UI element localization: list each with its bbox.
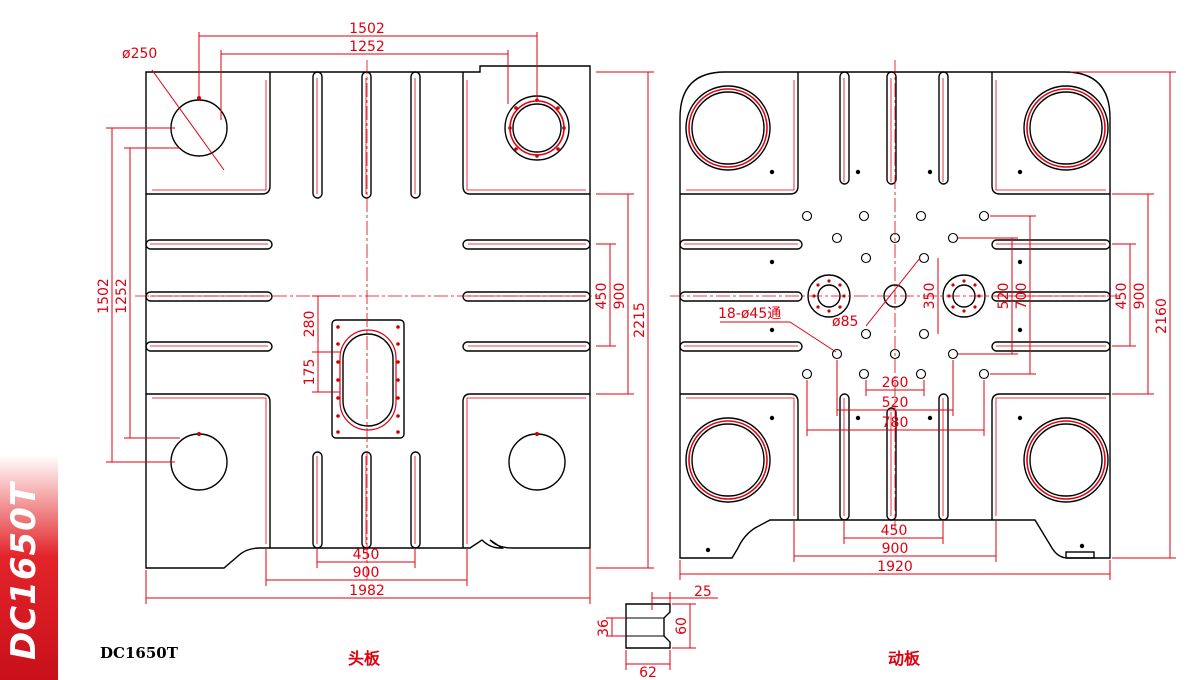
dim-moving-bottom-900: 900 bbox=[882, 541, 909, 557]
head-dimensions bbox=[106, 32, 654, 604]
head-tie-bar-hole-bl bbox=[170, 433, 228, 491]
head-left-slots bbox=[145, 239, 273, 352]
dim-moving-h-520: 520 bbox=[882, 395, 909, 411]
head-tie-bar-hole-tr bbox=[504, 95, 570, 161]
dim-moving-right-700: 700 bbox=[1014, 283, 1030, 310]
moving-dimensions bbox=[679, 71, 1176, 580]
head-right-slots bbox=[462, 239, 591, 352]
dim-head-bottom-450: 450 bbox=[353, 547, 380, 563]
moving-top-slots bbox=[839, 71, 949, 185]
moving-plate-outline bbox=[679, 71, 1111, 559]
dim-moving-h-780: 780 bbox=[882, 415, 909, 431]
dim-moving-right-900: 900 bbox=[1132, 283, 1148, 310]
dim-moving-h-260: 260 bbox=[882, 375, 909, 391]
head-bolt-dots bbox=[197, 96, 566, 436]
moving-bottom-slots bbox=[839, 393, 949, 521]
moving-bolt-dots bbox=[705, 169, 1085, 553]
head-plate-caption: 头板 bbox=[348, 649, 381, 668]
dim-head-bottom-total: 1982 bbox=[349, 583, 385, 599]
side-tab bbox=[0, 455, 58, 680]
ejector-holes bbox=[801, 210, 990, 380]
dim-slot-neck: 36 bbox=[596, 619, 612, 637]
dim-moving-right-450: 450 bbox=[1114, 283, 1130, 310]
moving-plate-caption: 动板 bbox=[888, 649, 921, 668]
head-bottom-slots bbox=[312, 451, 421, 549]
dim-moving-center-dia: ø85 bbox=[832, 314, 858, 330]
moving-center-lines bbox=[670, 60, 1120, 530]
head-center-plate bbox=[331, 319, 405, 439]
dim-moving-bottom-total: 1920 bbox=[877, 559, 913, 575]
head-plate-outline bbox=[145, 65, 591, 569]
t-slot-detail: 25 36 60 62 bbox=[596, 584, 718, 680]
dim-head-center-280: 280 bbox=[302, 311, 318, 338]
dim-head-left-outer: 1502 bbox=[96, 278, 112, 314]
dim-head-right-total: 2215 bbox=[632, 302, 648, 338]
dim-slot-height: 60 bbox=[674, 617, 690, 635]
head-top-slots bbox=[312, 71, 421, 199]
dim-head-tie-bar-dia: ø250 bbox=[122, 46, 157, 62]
moving-left-slots bbox=[679, 239, 803, 352]
head-dimension-labels: 1502 1252 ø250 1502 1252 450 900 2215 28… bbox=[96, 21, 648, 599]
moving-dimension-labels: 18-ø45通 ø85 350 520 700 450 900 2160 260… bbox=[718, 283, 1170, 575]
dim-head-bottom-900: 900 bbox=[353, 565, 380, 581]
dim-head-left-inner: 1252 bbox=[114, 278, 130, 314]
dim-head-top-inner: 1252 bbox=[349, 39, 385, 55]
dim-head-right-900: 900 bbox=[612, 283, 628, 310]
dim-slot-top-width: 25 bbox=[694, 584, 712, 600]
moving-right-slots bbox=[991, 239, 1111, 352]
head-tie-bar-hole-br bbox=[508, 433, 566, 491]
dim-moving-center-350: 350 bbox=[922, 283, 938, 310]
moving-plate bbox=[679, 71, 1111, 559]
dim-moving-bottom-450: 450 bbox=[881, 523, 908, 539]
dim-slot-bottom-width: 62 bbox=[639, 665, 657, 680]
dim-head-center-175: 175 bbox=[302, 359, 318, 386]
head-plate bbox=[145, 65, 591, 569]
dim-head-right-450: 450 bbox=[594, 283, 610, 310]
dim-head-top-outer: 1502 bbox=[349, 21, 385, 37]
model-caption: DC1650T bbox=[100, 644, 178, 662]
moving-tie-bar-holes bbox=[685, 85, 1109, 503]
dim-moving-right-520: 520 bbox=[996, 283, 1012, 310]
dim-moving-right-total: 2160 bbox=[1154, 298, 1170, 334]
dim-moving-holes-note: 18-ø45通 bbox=[718, 306, 781, 322]
